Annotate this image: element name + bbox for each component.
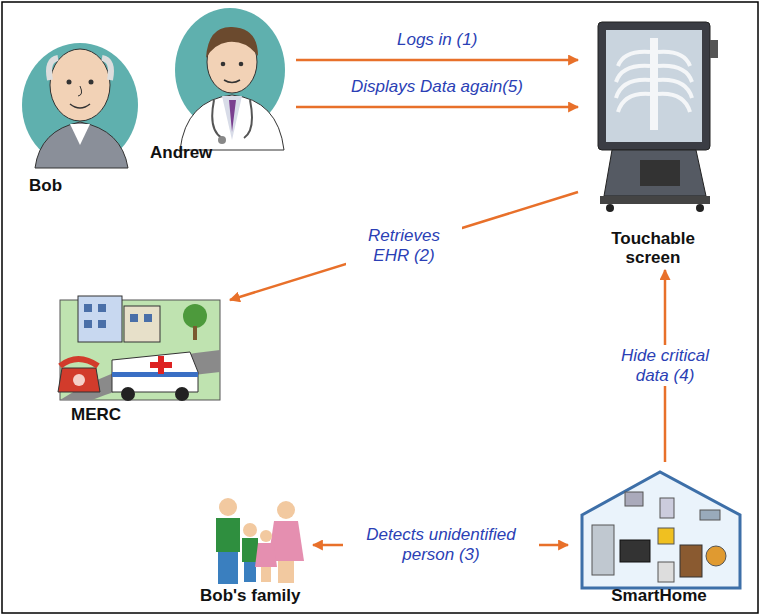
edge-label: Displays Data again(5) xyxy=(348,76,526,98)
illustrated-node: Andrew xyxy=(146,5,296,165)
node-label: Touchable screen xyxy=(594,229,712,268)
node-label: Andrew xyxy=(150,143,212,163)
edge-label: Hide critical data (4) xyxy=(602,345,728,386)
illustrated-node: Touchable screen xyxy=(578,8,728,270)
illustrated-node: Bob's family xyxy=(198,495,313,608)
node-label: SmartHome xyxy=(611,586,706,606)
edge-label: Retrieves EHR (2) xyxy=(346,225,462,266)
node-label: Bob xyxy=(29,176,62,196)
flow-arrow xyxy=(296,106,578,109)
touch-screen xyxy=(598,22,718,212)
doctor-figure xyxy=(175,8,285,150)
node-label: MERC xyxy=(71,405,121,425)
smart-house xyxy=(582,472,740,588)
illustrated-node: MERC xyxy=(55,285,230,427)
illustrated-node: Bob xyxy=(15,20,143,198)
node-label: Bob's family xyxy=(200,586,300,606)
family-figures xyxy=(216,498,304,584)
illustrated-node: SmartHome xyxy=(568,462,750,608)
edge-label: Detects unidentified person (3) xyxy=(343,524,539,565)
medical-center xyxy=(58,296,220,401)
bob-figure xyxy=(22,43,138,168)
flow-arrow xyxy=(230,192,578,300)
flow-arrow xyxy=(296,59,578,62)
edge-label: Logs in (1) xyxy=(394,29,480,51)
